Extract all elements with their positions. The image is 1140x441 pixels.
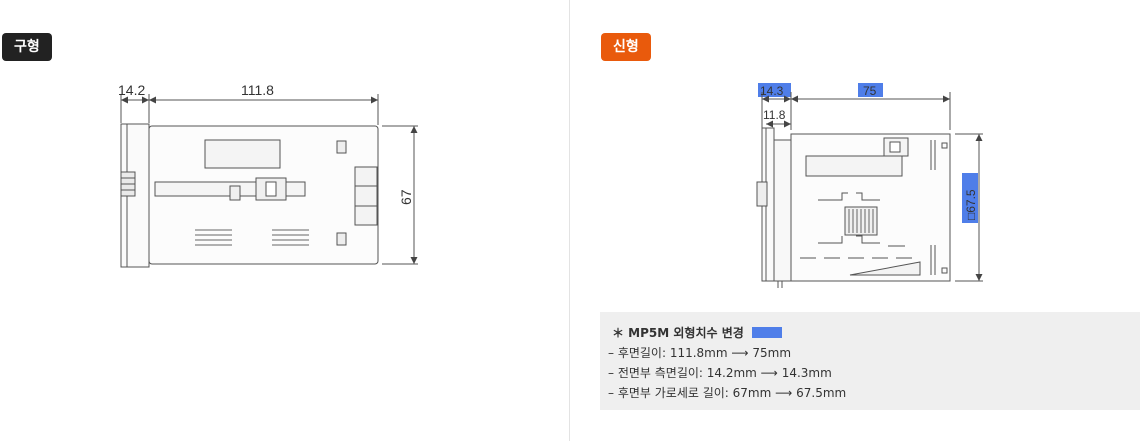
new-length-highlight	[858, 83, 883, 97]
note-line: – 전면부 측면길이: 14.2mm ⟶ 14.3mm	[608, 366, 832, 380]
old-drawing	[120, 94, 418, 268]
change-note-box: ＊ MP5M 외형치수 변경 – 후면길이: 111.8mm ⟶ 75mm – …	[600, 312, 1140, 410]
old-height-dim: 67	[398, 189, 414, 205]
new-front-highlight	[758, 83, 791, 97]
new-length-dim: 75	[863, 84, 877, 98]
new-model-badge: 신형	[601, 33, 651, 61]
new-front-dim: 14.3	[760, 84, 784, 98]
note-title-text: ＊ MP5M 외형치수 변경	[612, 326, 744, 340]
note-line: – 후면길이: 111.8mm ⟶ 75mm	[608, 346, 792, 360]
new-height-dim: □67.5	[964, 189, 978, 220]
note-title: ＊ MP5M 외형치수 변경	[612, 324, 782, 341]
old-front-dim: 14.2	[118, 82, 145, 98]
center-divider	[569, 0, 570, 441]
old-length-dim: 111.8	[241, 82, 274, 98]
new-drawing	[756, 92, 983, 288]
note-line: – 후면부 가로세로 길이: 67mm ⟶ 67.5mm	[608, 386, 847, 400]
new-side-dim: 11.8	[763, 108, 786, 122]
old-model-badge: 구형	[2, 33, 52, 61]
new-height-highlight	[962, 173, 978, 223]
highlight-legend-swatch	[751, 327, 782, 338]
